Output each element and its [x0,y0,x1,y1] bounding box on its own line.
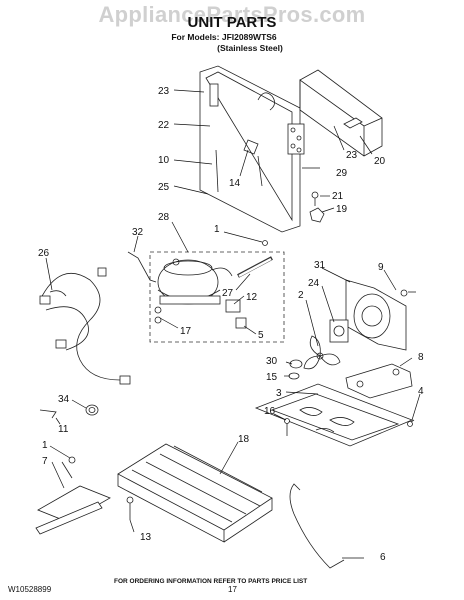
fan-shroud [345,279,408,351]
callout-15: 15 [266,372,278,383]
callout-34: 34 [58,394,70,405]
callout-17: 17 [180,326,192,337]
coil-bracket [35,456,111,535]
compressor [157,258,233,305]
page-number: 17 [228,585,237,594]
mounting-bracket [345,363,413,399]
screw-and-clip [309,191,325,223]
callout-21: 21 [332,191,344,202]
relay-and-overload [154,299,247,329]
callout-13: 13 [140,532,152,543]
callout-31: 31 [314,260,326,271]
callout-5: 5 [258,330,264,341]
callout-9: 9 [378,262,384,273]
callout-4: 4 [418,386,424,397]
callout-3: 3 [276,388,282,399]
fan-motor [329,319,349,343]
drain-parts [39,404,99,419]
screws [126,240,416,520]
ordering-note: FOR ORDERING INFORMATION REFER TO PARTS … [114,578,308,585]
callout-14: 14 [229,178,241,189]
callout-25: 25 [158,182,170,193]
air-duct [299,69,383,157]
finish-line: (Stainless Steel) [217,43,283,53]
callout-32: 32 [132,227,144,238]
callout-28: 28 [158,212,170,223]
page-title: UNIT PARTS [187,14,277,31]
document-number: W10528899 [8,585,52,594]
callout-11: 11 [58,424,69,435]
callout-23: 23 [158,86,170,97]
leader-lines [45,89,421,559]
watermark: AppliancePartsPros.com [98,2,366,27]
callout-19: 19 [336,204,348,215]
callout-30: 30 [266,356,278,367]
base-plate [254,383,414,447]
callout-12: 12 [246,292,258,303]
models-line: For Models: JFI2089WTS6 [171,32,277,42]
ground-wire [127,251,157,283]
wiring-harness [39,267,131,385]
callout-27: 27 [222,288,234,299]
compressor-assembly-outline [149,251,285,343]
callout-2: 2 [298,290,304,301]
callout-1: 1 [214,224,220,235]
callout-18: 18 [238,434,250,445]
callout-16: 16 [264,406,276,417]
callout-7: 7 [42,456,48,467]
condenser-tube [237,256,273,278]
callout-8: 8 [418,352,424,363]
callout-10: 10 [158,155,170,166]
callout-26: 26 [38,248,50,259]
fan-blade [303,335,341,370]
callout-24: 24 [308,278,320,289]
grommet-and-nut [288,359,303,380]
condenser-coil [117,443,273,543]
defrost-drain-tube [289,483,345,569]
callout-29: 29 [336,168,348,179]
rear-cover-panel [199,65,305,233]
callout-1b: 1 [42,440,48,451]
callout-22: 22 [158,120,170,131]
callout-labels: 23 22 10 25 14 23 29 20 21 19 28 1 32 26… [38,86,424,563]
callout-20: 20 [374,156,386,167]
callout-6: 6 [380,552,386,563]
callout-23b: 23 [346,150,358,161]
